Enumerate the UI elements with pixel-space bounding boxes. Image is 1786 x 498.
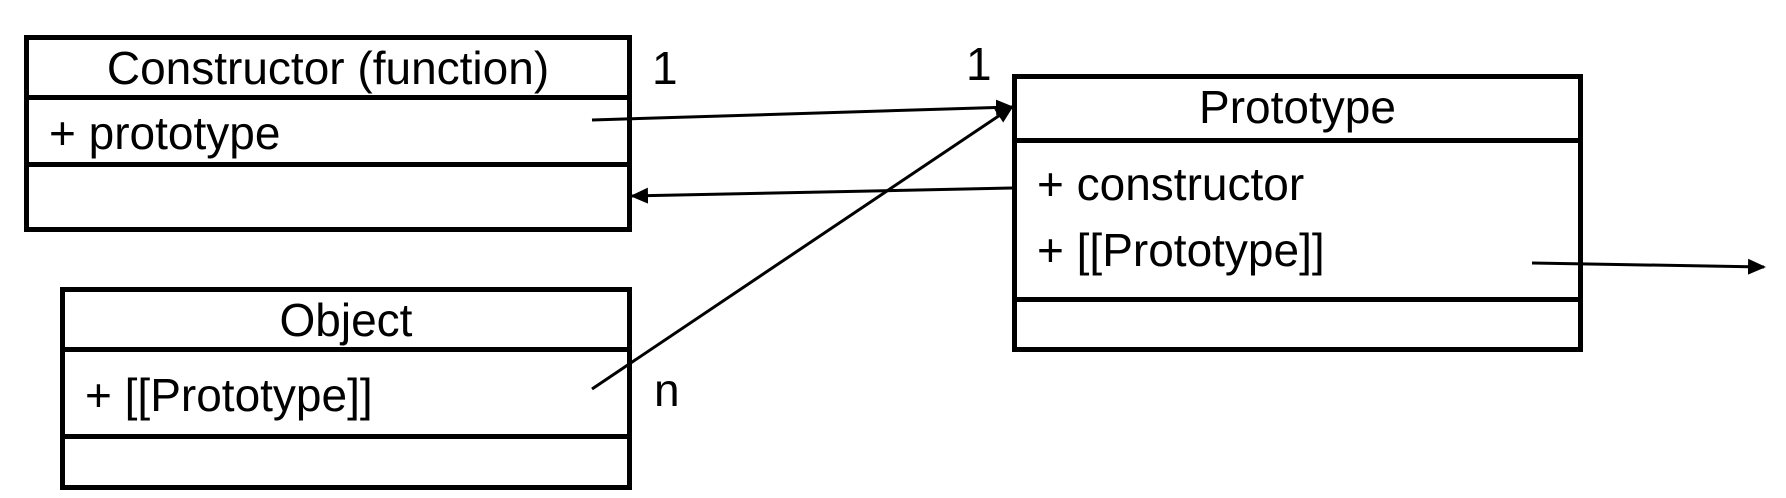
class-name-prototype: Prototype bbox=[1017, 79, 1578, 143]
attributes-section-prototype: + constructor + [[Prototype]] bbox=[1017, 143, 1578, 302]
operations-section-constructor bbox=[29, 167, 627, 227]
class-box-constructor: Constructor (function) + prototype bbox=[24, 35, 632, 232]
operations-section-prototype bbox=[1017, 302, 1578, 347]
attribute-prototype-chain-link: + [[Prototype]] bbox=[1037, 224, 1325, 276]
connector-prototype-to-constructor bbox=[630, 186, 1013, 204]
attribute-constructor: + constructor bbox=[1037, 158, 1305, 210]
connector-constructor-to-prototype bbox=[591, 99, 1014, 122]
class-box-object: Object + [[Prototype]] bbox=[60, 287, 632, 490]
attribute-prototype: + prototype bbox=[49, 107, 281, 159]
connector-object-to-prototype bbox=[591, 105, 1014, 391]
class-name-constructor: Constructor (function) bbox=[29, 40, 627, 100]
attributes-section-constructor: + prototype bbox=[29, 100, 627, 167]
operations-section-object bbox=[65, 439, 627, 485]
multiplicity-object-end: n bbox=[654, 364, 680, 416]
multiplicity-prototype-end: 1 bbox=[966, 38, 992, 90]
attributes-section-object: + [[Prototype]] bbox=[65, 352, 627, 439]
class-name-object: Object bbox=[65, 292, 627, 352]
class-box-prototype: Prototype + constructor + [[Prototype]] bbox=[1012, 74, 1583, 352]
multiplicity-constructor-end: 1 bbox=[652, 42, 678, 94]
attribute-object-prototype-link: + [[Prototype]] bbox=[85, 369, 373, 421]
